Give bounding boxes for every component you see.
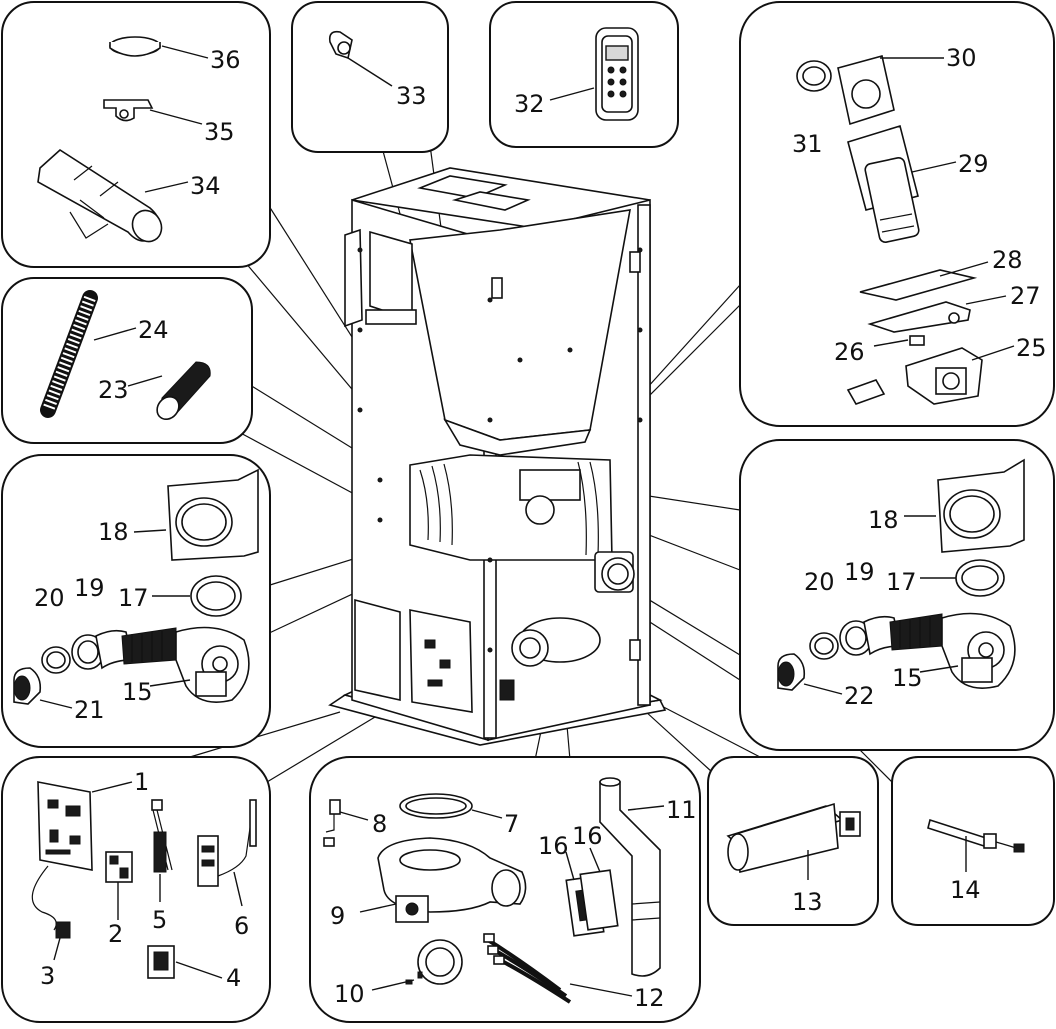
label-29: 31 — [792, 130, 823, 158]
panel-electronics: 1 2 3 5 6 — [1, 756, 271, 1023]
panel-probe: 14 — [891, 756, 1055, 926]
part-15b-blower — [889, 612, 1016, 689]
part-6-antenna-module — [197, 799, 257, 887]
part-8-probe — [323, 799, 341, 847]
panel-combustion-fan: 8 7 9 10 16 — [309, 756, 701, 1023]
part-32-cap — [109, 36, 161, 57]
label-36: 16 — [538, 832, 569, 860]
part-9-exhaust-blower — [377, 837, 527, 923]
label-18a: 19 — [74, 574, 105, 602]
part-21-hose-sleeve — [156, 361, 211, 421]
label-28: 30 — [946, 44, 977, 72]
panel-fan-right: 18 17 20 19 15 — [739, 439, 1055, 751]
label-26: 28 — [992, 246, 1023, 274]
label-14: 14 — [950, 876, 981, 904]
label-19a: 20 — [34, 584, 65, 612]
part-23-gear-motor — [846, 347, 983, 405]
label-33: 35 — [204, 118, 235, 146]
label-35: 16 — [572, 822, 603, 850]
label-5: 5 — [152, 906, 167, 934]
label-17a: 18 — [98, 518, 129, 546]
label-13: 13 — [792, 888, 823, 916]
label-3: 3 — [40, 962, 55, 990]
label-10: 10 — [334, 980, 365, 1008]
label-30: 32 — [514, 90, 545, 118]
label-22: 24 — [138, 316, 169, 344]
label-32: 36 — [210, 46, 241, 74]
panel-fan-left: 18 17 20 19 15 — [1, 454, 271, 748]
part-15a-blower — [121, 626, 250, 703]
panel-ignitor: 13 — [707, 756, 879, 926]
stove-assembly — [328, 167, 667, 746]
label-11: 11 — [666, 796, 697, 824]
part-34-inlet-tube — [37, 148, 163, 243]
part-33-bracket — [103, 99, 154, 122]
part-1-control-board — [31, 781, 93, 931]
part-7-gasket — [399, 793, 473, 819]
label-20b: 22 — [844, 682, 875, 710]
combustion-chamber — [409, 454, 613, 561]
label-2: 2 — [108, 920, 123, 948]
part-17a-fan-housing — [167, 468, 259, 561]
part-5-cable-harness — [151, 799, 173, 873]
label-1: 1 — [134, 768, 149, 796]
part-3-sensor — [55, 921, 71, 939]
part-24-bushing — [909, 335, 925, 346]
label-20a: 21 — [74, 696, 105, 724]
label-25: 27 — [1010, 282, 1041, 310]
panel-sensor-clip: 33 — [291, 1, 449, 153]
part-16b-gasket-ring — [955, 559, 1005, 597]
label-34: 34 — [190, 172, 221, 200]
label-24: 26 — [834, 338, 865, 366]
part-22-corrugated-hose — [40, 290, 98, 418]
part-4-power-switch — [147, 945, 175, 979]
part-20a-end-cap — [13, 667, 42, 705]
panel-top-right: 31 30 29 28 27 26 — [739, 1, 1055, 427]
label-18b: 19 — [844, 558, 875, 586]
part-19a-ring — [41, 646, 71, 674]
label-16b: 17 — [886, 568, 917, 596]
part-25-bracket-plate — [867, 301, 971, 333]
part-30-remote-control — [595, 27, 639, 121]
part-20b-end-cap — [777, 653, 806, 691]
part-35-gasket-plate — [579, 869, 619, 931]
panel-hoses: 24 23 — [1, 277, 253, 444]
part-29-ring — [796, 60, 832, 92]
label-19b: 20 — [804, 568, 835, 596]
label-6: 6 — [234, 912, 249, 940]
part-13-ignition-assembly — [726, 802, 861, 873]
label-15b: 15 — [892, 664, 923, 692]
part-19b-ring — [809, 632, 839, 660]
label-12: 12 — [634, 984, 665, 1012]
label-16a: 17 — [118, 584, 149, 612]
part-26-gasket — [859, 269, 978, 301]
label-4: 4 — [226, 964, 241, 992]
label-27: 29 — [958, 150, 989, 178]
part-28-flange-plate — [837, 55, 895, 126]
label-17b: 18 — [868, 506, 899, 534]
label-31: 33 — [396, 82, 427, 110]
part-31-clip — [328, 30, 353, 60]
panel-top-left: 36 35 34 — [1, 1, 271, 268]
label-9: 9 — [330, 902, 345, 930]
part-16a-gasket-ring — [190, 575, 242, 617]
panel-remote: 32 — [489, 1, 679, 148]
part-10-pressure-switch — [405, 939, 463, 985]
label-7: 7 — [504, 810, 519, 838]
label-23: 25 — [1016, 334, 1047, 362]
label-8: 8 — [372, 810, 387, 838]
label-15a: 15 — [122, 678, 153, 706]
part-11-flue-pipe — [599, 777, 661, 977]
part-12-wire-harness — [483, 933, 572, 1004]
label-21: 23 — [98, 376, 129, 404]
part-14-temperature-probe — [927, 818, 1025, 853]
part-27-auger-tube — [847, 124, 920, 243]
part-2-module — [105, 851, 133, 883]
part-17b-fan-housing — [937, 458, 1025, 553]
